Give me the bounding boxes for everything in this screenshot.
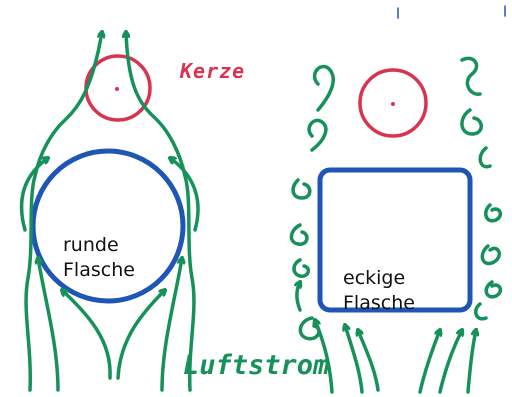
airflow-arrow xyxy=(26,32,102,390)
candle-label: Kerze xyxy=(180,60,245,83)
eddy-swirl xyxy=(480,148,490,167)
eddy-swirl xyxy=(294,260,308,276)
airflow-label: Luftstrom xyxy=(183,350,329,382)
square-bottle-scene xyxy=(291,6,505,392)
left-candle-wick xyxy=(115,87,119,91)
eddy-swirl xyxy=(293,180,310,198)
airflow-arrow xyxy=(297,282,300,310)
round-bottle-scene xyxy=(22,32,198,390)
eddy-swirl xyxy=(462,58,480,94)
eddy-swirl xyxy=(309,120,326,150)
eddy-swirl xyxy=(482,246,499,263)
airflow-arrow xyxy=(468,330,476,392)
eddy-swirl xyxy=(462,110,481,134)
eddy-swirl xyxy=(291,225,307,244)
eddy-swirl xyxy=(315,67,334,110)
eddy-swirl xyxy=(476,304,486,319)
eddy-swirl xyxy=(486,282,500,297)
left-airflow-arrows xyxy=(22,32,198,390)
airflow-arrow xyxy=(118,290,165,378)
square-bottle-label-line2: Flasche xyxy=(343,292,415,315)
right-candle-wick xyxy=(391,102,395,106)
airflow-arrow xyxy=(420,330,440,392)
square-bottle-label-line1: eckige xyxy=(343,267,405,290)
round-bottle-label-line1: runde xyxy=(63,234,119,257)
airflow-arrow xyxy=(440,330,462,392)
round-bottle-label-line2: Flasche xyxy=(63,259,135,282)
eddy-swirl xyxy=(486,205,501,221)
